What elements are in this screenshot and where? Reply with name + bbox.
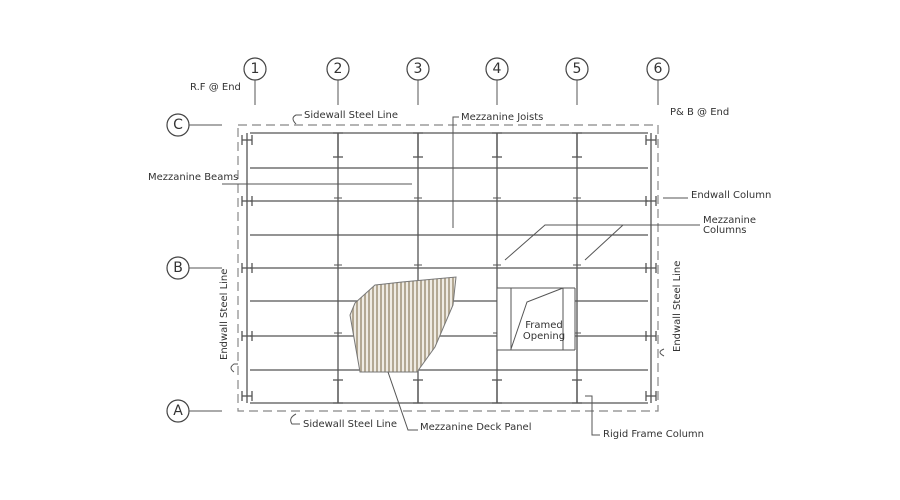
endwall-column-label: Endwall Column — [691, 190, 771, 201]
pb-end-label: P& B @ End — [670, 107, 729, 118]
framed-opening-label: Framed — [525, 320, 563, 331]
grid-column-label: 1 — [251, 61, 260, 77]
sidewall-top-label: Sidewall Steel Line — [304, 110, 398, 121]
sidewall-bottom-label: Sidewall Steel Line — [303, 419, 397, 430]
mezzanine-deck-panel — [349, 276, 457, 373]
grid-row-C: C — [166, 113, 222, 137]
grid-column-5: 5 — [565, 57, 589, 105]
endwall-left-label: Endwall Steel Line — [219, 269, 230, 360]
endwall-right-leader — [659, 348, 665, 357]
grid-column-label: 4 — [493, 61, 502, 77]
grid-row-label: B — [173, 260, 183, 276]
endwall-left-leader — [230, 363, 238, 373]
sidewall-top-leader — [292, 114, 302, 125]
mezzanine-joists-label: Mezzanine Joists — [461, 112, 543, 123]
endwall-right-label: Endwall Steel Line — [672, 261, 683, 352]
grid-column-2: 2 — [326, 57, 350, 105]
mezzanine-columns-label-2: Columns — [703, 225, 747, 236]
grid-row-label: A — [173, 403, 183, 419]
grid-column-3: 3 — [406, 57, 430, 105]
grid-column-label: 5 — [573, 61, 582, 77]
grid-column-1: 1 — [243, 57, 267, 105]
grid-column-label: 3 — [414, 61, 423, 77]
grid-row-A: A — [166, 399, 222, 423]
steel-line-boundary — [237, 124, 659, 412]
grid-row-label: C — [173, 117, 183, 133]
mezzanine-columns-label: Mezzanine — [703, 215, 756, 226]
framed-opening: Framed Opening — [496, 287, 576, 351]
framed-opening-label-2: Opening — [523, 331, 565, 342]
mezzanine-beams — [250, 132, 648, 404]
mezzanine-beams-label: Mezzanine Beams — [148, 172, 238, 183]
grid-column-6: 6 — [646, 57, 670, 105]
grid-column-label: 2 — [334, 61, 343, 77]
rigid-frame-leader — [585, 395, 600, 436]
sidewall-bottom-leader — [290, 413, 300, 425]
grid-row-B: B — [166, 256, 222, 280]
rigid-frame-columns — [241, 132, 657, 404]
rf-end-label: R.F @ End — [190, 82, 241, 93]
rigid-frame-label: Rigid Frame Column — [603, 429, 704, 440]
grid-column-label: 6 — [654, 61, 663, 77]
deck-panel-label: Mezzanine Deck Panel — [420, 422, 532, 433]
joists-leader — [452, 116, 459, 228]
grid-column-4: 4 — [485, 57, 509, 105]
mezzanine-columns-leader — [504, 224, 700, 261]
deck-panel-leader — [387, 371, 418, 431]
